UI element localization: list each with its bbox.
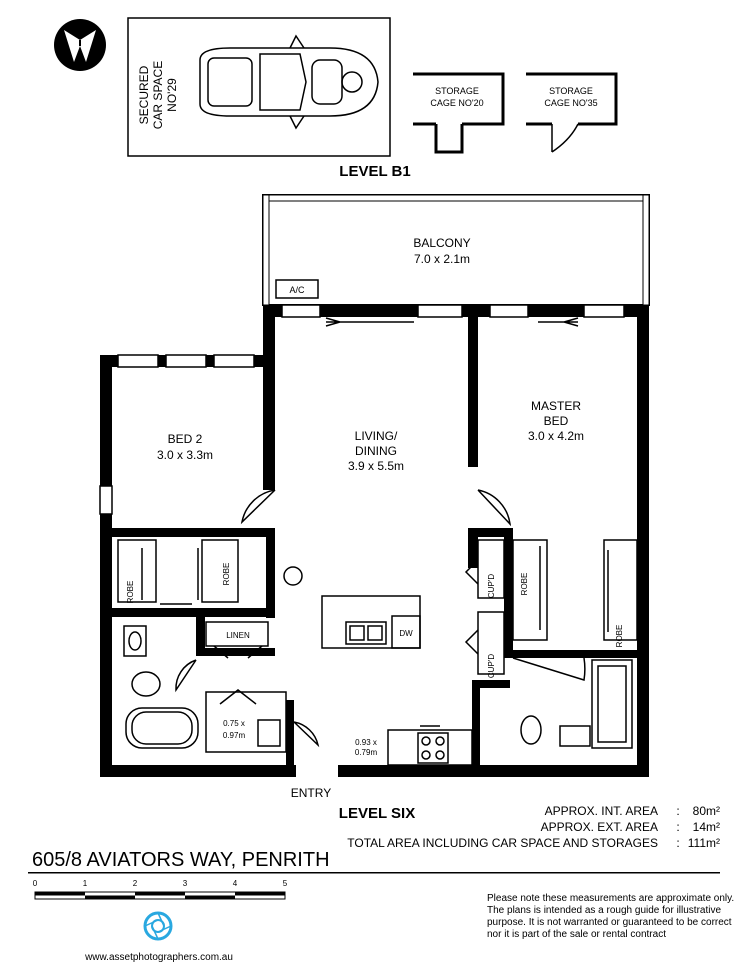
cupd-label-2: CUP'D	[487, 654, 496, 678]
room-labels: BED 2 3.0 x 3.3m LIVING/ DINING 3.9 x 5.…	[157, 399, 584, 800]
living-name2: DINING	[355, 444, 397, 458]
area-label-total: TOTAL AREA INCLUDING CAR SPACE AND STORA…	[347, 836, 658, 850]
scale-label-5: 5	[283, 879, 288, 888]
scale-label-0: 0	[33, 879, 38, 888]
windows	[99, 304, 625, 515]
north-arrow-icon	[54, 19, 106, 71]
storage-35-line2: CAGE NO'35	[544, 98, 597, 108]
storage-35-line1: STORAGE	[549, 86, 593, 96]
bed2-size: 3.0 x 3.3m	[157, 448, 213, 462]
master-name1: MASTER	[531, 399, 581, 413]
master-name2: BED	[544, 414, 569, 428]
laundry-line2: 0.97m	[223, 731, 246, 740]
master-size: 3.0 x 4.2m	[528, 429, 584, 443]
bathroom: LINEN 0.75 x 0.97m	[123, 621, 287, 753]
scale-label-4: 4	[233, 879, 238, 888]
robe-label-2: ROBE	[222, 563, 231, 586]
storage-20-line1: STORAGE	[435, 86, 479, 96]
area-sep-total: :	[676, 836, 679, 850]
entry-label: ENTRY	[291, 786, 331, 800]
living-size: 3.9 x 5.5m	[348, 459, 404, 473]
area-label-ext: APPROX. EXT. AREA	[541, 820, 658, 834]
level-six-title: LEVEL SIX	[339, 805, 415, 822]
storage-cage-20: STORAGE CAGE NO'20	[413, 72, 505, 154]
area-label-int: APPROX. INT. AREA	[545, 804, 658, 818]
scale-label-2: 2	[133, 879, 138, 888]
ac-label: A/C	[289, 285, 305, 295]
area-summary: APPROX. INT. AREA : 80m² APPROX. EXT. AR…	[347, 804, 720, 850]
pantry-line1: 0.93 x	[355, 738, 377, 747]
linen-label: LINEN	[226, 631, 250, 640]
balcony: A/C BALCONY 7.0 x 2.1m	[262, 194, 650, 306]
living-name1: LIVING/	[355, 429, 398, 443]
car-space: SECURED CAR SPACE NO'29	[127, 17, 391, 157]
kitchen-island: DW	[283, 566, 421, 649]
exterior-walls	[100, 305, 649, 777]
car-space-line1: SECURED	[137, 65, 151, 124]
level-b1-title: LEVEL B1	[339, 163, 410, 180]
cupd-label-1: CUP'D	[487, 574, 496, 598]
area-value-total: 111m²	[688, 836, 720, 850]
robes: ROBE ROBE ROBE ROBE	[117, 539, 638, 648]
car-space-line3: NO'29	[165, 78, 179, 112]
address: 605/8 AVIATORS WAY, PENRITH	[32, 849, 330, 871]
robe-label-1: ROBE	[126, 581, 135, 604]
ensuite	[520, 659, 633, 749]
storage-cage-35: STORAGE CAGE NO'35	[526, 72, 618, 153]
balcony-name: BALCONY	[413, 236, 470, 250]
area-value-int: 80m²	[693, 804, 720, 818]
scale-label-3: 3	[183, 879, 188, 888]
car-icon	[199, 34, 379, 130]
scale-bar: 0 1 2 3 4 5	[33, 879, 288, 900]
dw-label: DW	[399, 629, 413, 638]
car-space-line2: CAR SPACE	[151, 61, 165, 129]
camera-aperture-icon	[143, 911, 173, 941]
laundry-line1: 0.75 x	[223, 719, 245, 728]
doors	[175, 489, 586, 748]
address-divider	[28, 872, 720, 874]
robe-label-4: ROBE	[615, 625, 624, 648]
pantry-line2: 0.79m	[355, 748, 378, 757]
balcony-size: 7.0 x 2.1m	[414, 252, 470, 266]
robe-label-3: ROBE	[520, 573, 529, 596]
cupboards: CUP'D CUP'D	[464, 539, 505, 678]
website: www.assetphotographers.com.au	[84, 952, 233, 963]
area-sep-int: :	[676, 804, 679, 818]
area-sep-ext: :	[676, 820, 679, 834]
disclaimer: Please note these measurements are appro…	[487, 893, 735, 940]
area-value-ext: 14m²	[693, 820, 720, 834]
bed2-name: BED 2	[168, 432, 203, 446]
kitchen-bench: 0.93 x 0.79m	[355, 725, 473, 766]
storage-20-line2: CAGE NO'20	[430, 98, 483, 108]
scale-label-1: 1	[83, 879, 88, 888]
